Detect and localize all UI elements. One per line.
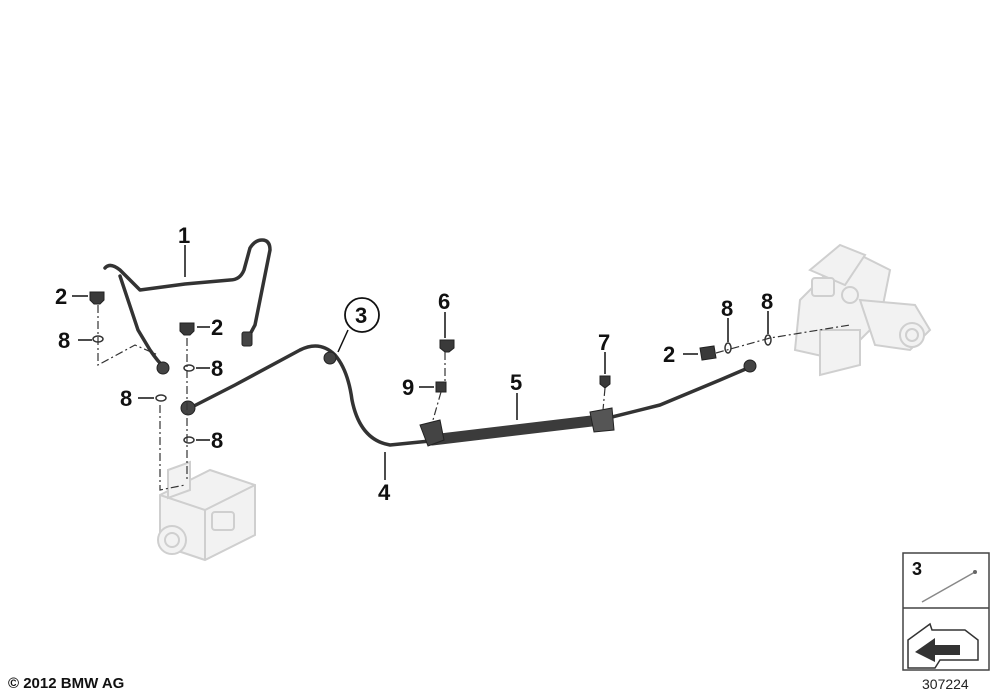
callout-8a: 8	[58, 328, 70, 353]
brake-line-4	[188, 344, 442, 447]
cable-tie-icon	[921, 571, 976, 603]
image-number: 307224	[922, 676, 969, 692]
callout-2c: 2	[663, 342, 675, 367]
assembly-lines	[97, 305, 851, 491]
brake-caliper	[793, 243, 932, 377]
callout-8d: 8	[211, 428, 223, 453]
callout-9: 9	[402, 375, 414, 400]
callout-3: 3	[355, 303, 367, 328]
banjo-bolt-2a	[89, 291, 105, 305]
callout-8f: 8	[761, 289, 773, 314]
callout-8c: 8	[120, 386, 132, 411]
abs-unit	[157, 460, 256, 562]
callout-4: 4	[378, 480, 391, 505]
inset-box: 3	[902, 552, 990, 671]
callout-3-circle	[344, 297, 380, 333]
screw-6	[439, 339, 455, 353]
screw-7	[599, 375, 611, 389]
brake-line-1	[103, 238, 272, 370]
callout-8e: 8	[721, 296, 733, 321]
washers-8	[92, 334, 772, 444]
callout-7: 7	[598, 330, 610, 355]
callout-8b: 8	[211, 356, 223, 381]
callout-6: 6	[438, 289, 450, 314]
hose-5-fittings	[419, 359, 757, 447]
leader-lines	[72, 245, 769, 480]
copyright-text: © 2012 BMW AG	[8, 675, 125, 692]
callout-1: 1	[178, 223, 190, 248]
nut-9	[435, 381, 447, 393]
banjo-bolt-2b	[179, 322, 195, 336]
callout-5: 5	[510, 370, 522, 395]
brake-line-4-fitting	[180, 351, 337, 416]
callout-2b: 2	[211, 315, 223, 340]
inset-callout-3: 3	[912, 559, 922, 579]
banjo-bolt-2c	[699, 345, 717, 361]
callout-2a: 2	[55, 284, 67, 309]
brake-line-1-ends	[156, 331, 253, 375]
hose-5	[426, 366, 750, 446]
